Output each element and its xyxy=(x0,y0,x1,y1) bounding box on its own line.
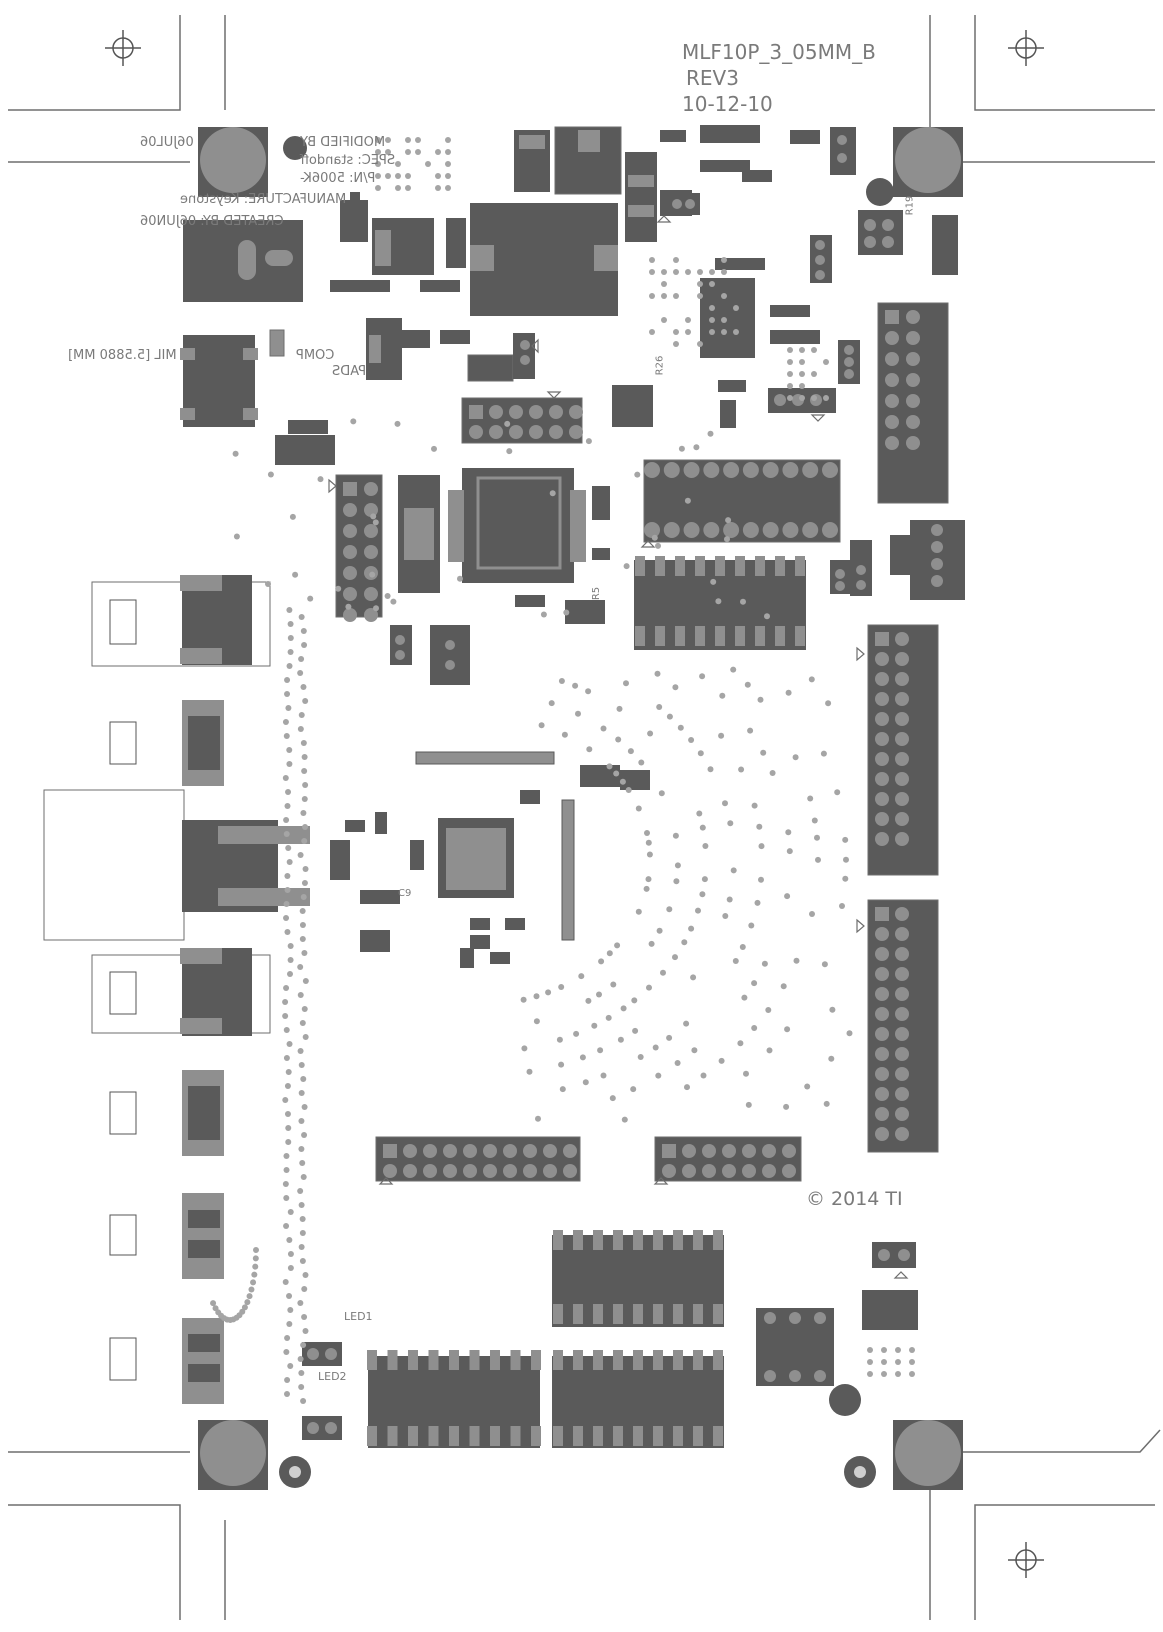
regulator-ic xyxy=(470,203,618,316)
panel-outline xyxy=(8,15,1161,1620)
note-modified-date: 06JUL06 xyxy=(140,135,194,150)
header-j2 xyxy=(335,474,383,622)
refdes-r5: R5 xyxy=(591,586,603,601)
header-j1 xyxy=(877,302,949,504)
via-field xyxy=(210,137,915,1404)
smd-passives xyxy=(288,125,912,968)
sma-connector-4 xyxy=(109,1070,224,1156)
revision-label: REV3 xyxy=(686,66,739,90)
copyright-label: © 2014 TI xyxy=(806,1188,903,1210)
note-comp: COMP xyxy=(296,348,335,363)
header-j6 xyxy=(375,1136,581,1182)
usb-connector xyxy=(43,789,310,941)
fiducial-bottom-right xyxy=(1008,1542,1044,1578)
note-part-number: P/N: 5006K- xyxy=(300,171,376,186)
fiducial-top-left xyxy=(105,30,141,66)
note-spec: SPEC: standoff xyxy=(300,153,396,168)
sma-connector-3 xyxy=(91,948,271,1036)
mcu-qfp-small xyxy=(415,751,575,941)
header-j4 xyxy=(867,624,939,876)
mounting-hole-bottom-right xyxy=(893,1420,963,1490)
sma-connector-1 xyxy=(91,575,271,667)
sma-connector-2 xyxy=(109,700,224,786)
sma-connector-6 xyxy=(109,1318,224,1404)
header-j7 xyxy=(654,1136,802,1182)
jumper-pads xyxy=(307,135,943,1434)
refdes-r26: R26 xyxy=(654,355,666,376)
sma-connectors xyxy=(43,575,310,1404)
refdes-led2: LED2 xyxy=(318,1370,347,1383)
dip-pins xyxy=(367,462,838,1446)
header-j3 xyxy=(461,397,583,444)
board-name-label: MLF10P_3_05MM_B xyxy=(682,40,876,64)
note-dimension: MIL [5.5880 MM] xyxy=(68,348,177,363)
date-label: 10-12-10 xyxy=(682,92,773,116)
mounting-holes xyxy=(198,127,963,1490)
note-created-by: CREATED BY: 06JUN06 xyxy=(140,214,284,229)
mounting-hole-top-right xyxy=(893,127,963,197)
fiducial-markers xyxy=(105,30,1044,1578)
note-modified-by: MODIFIED BY xyxy=(300,135,386,150)
mcu-qfp-large xyxy=(398,468,586,593)
refdes-r19: R19 xyxy=(904,195,916,216)
refdes-led1: LED1 xyxy=(344,1310,373,1323)
refdes-c9: C9 xyxy=(398,888,412,899)
header-j5 xyxy=(867,899,939,1153)
note-pads: PADS xyxy=(332,364,367,379)
mounting-hole-top-left xyxy=(198,127,268,197)
pin-headers xyxy=(335,302,949,1182)
fiducial-top-right xyxy=(1008,30,1044,66)
mounting-hole-bottom-left xyxy=(198,1420,268,1490)
sma-connector-5 xyxy=(109,1193,224,1279)
note-manufacturer: MANUFACTURE: Keystone xyxy=(180,192,347,207)
pin1-markers xyxy=(328,215,909,1279)
